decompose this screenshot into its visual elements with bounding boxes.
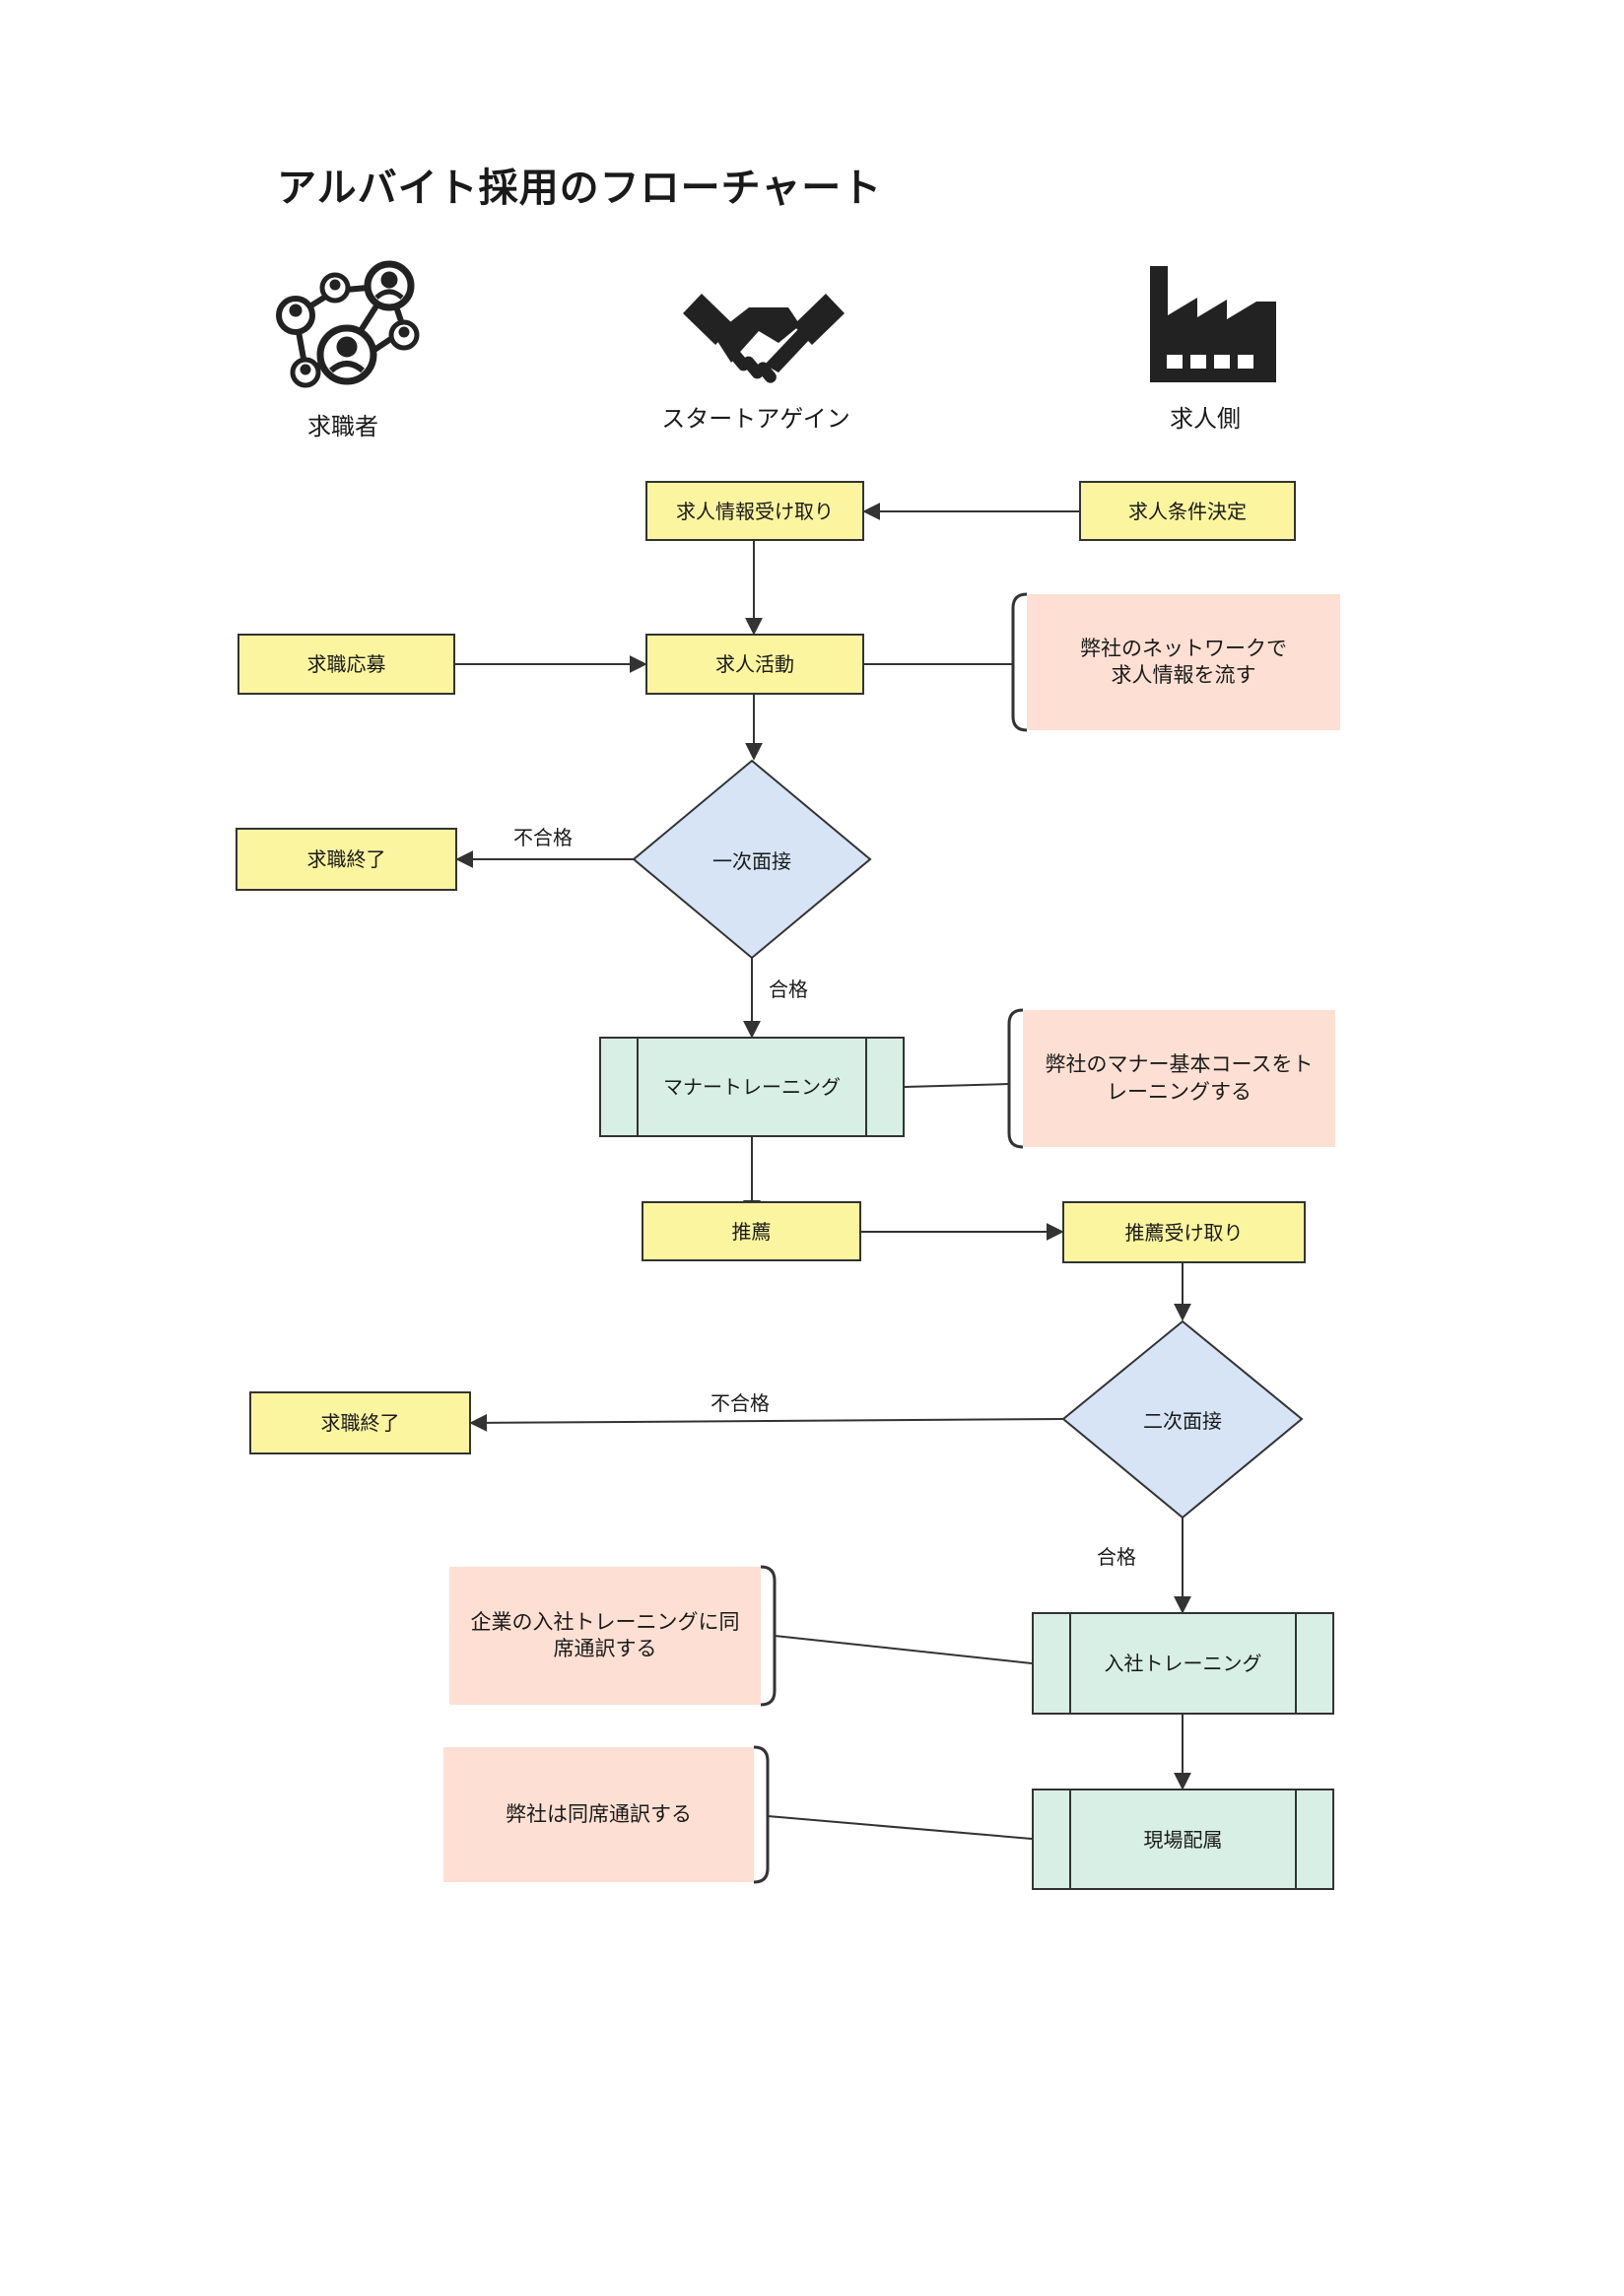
role-label-start-again: スタートアゲイン <box>661 405 850 433</box>
edge-interview2-to-end2 <box>469 1413 1064 1432</box>
node-recommend[interactable]: 推薦 <box>642 1201 861 1261</box>
node-recruit-activity[interactable]: 求人活動 <box>645 634 864 695</box>
edge-label-fail-2: 不合格 <box>710 1391 770 1415</box>
edge-manner-to-note <box>904 1083 1010 1088</box>
node-second-interview[interactable]: 二次面接 <box>1143 1408 1222 1433</box>
node-apply[interactable]: 求職応募 <box>237 634 455 695</box>
node-placement[interactable]: 現場配属 <box>1032 1789 1334 1890</box>
edge-placement-to-note <box>767 1815 1033 1840</box>
role-label-job-seeker: 求職者 <box>307 413 378 440</box>
network-people-icon <box>276 260 420 388</box>
flow-edges <box>455 503 1191 1840</box>
edge-label-fail-1: 不合格 <box>513 826 573 849</box>
node-manner-training[interactable]: マナートレーニング <box>599 1037 905 1137</box>
node-job-condition[interactable]: 求人条件決定 <box>1079 481 1296 541</box>
factory-icon <box>1150 266 1276 382</box>
node-end-2[interactable]: 求職終了 <box>249 1391 471 1454</box>
page-title: アルバイト採用のフローチャート <box>277 166 883 211</box>
edge-label-pass-2: 合格 <box>1097 1545 1136 1569</box>
note-network: 弊社のネットワークで 求人情報を流す <box>1027 594 1340 730</box>
node-recommend-receive[interactable]: 推薦受け取り <box>1062 1201 1306 1263</box>
node-end-1[interactable]: 求職終了 <box>236 828 457 891</box>
note-placement: 弊社は同席通訳する <box>443 1747 754 1882</box>
node-first-interview[interactable]: 一次面接 <box>712 848 791 873</box>
node-job-info-receive[interactable]: 求人情報受け取り <box>645 481 864 541</box>
node-onboarding[interactable]: 入社トレーニング <box>1032 1612 1334 1715</box>
handshake-icon <box>683 294 845 383</box>
role-label-employer: 求人側 <box>1170 405 1241 433</box>
note-onboarding: 企業の入社トレーニングに同 席通訳する <box>449 1567 761 1705</box>
note-manner: 弊社のマナー基本コースをト レーニングする <box>1023 1010 1335 1147</box>
edge-label-pass-1: 合格 <box>769 978 808 1001</box>
edge-onboarding-to-note <box>774 1635 1033 1664</box>
